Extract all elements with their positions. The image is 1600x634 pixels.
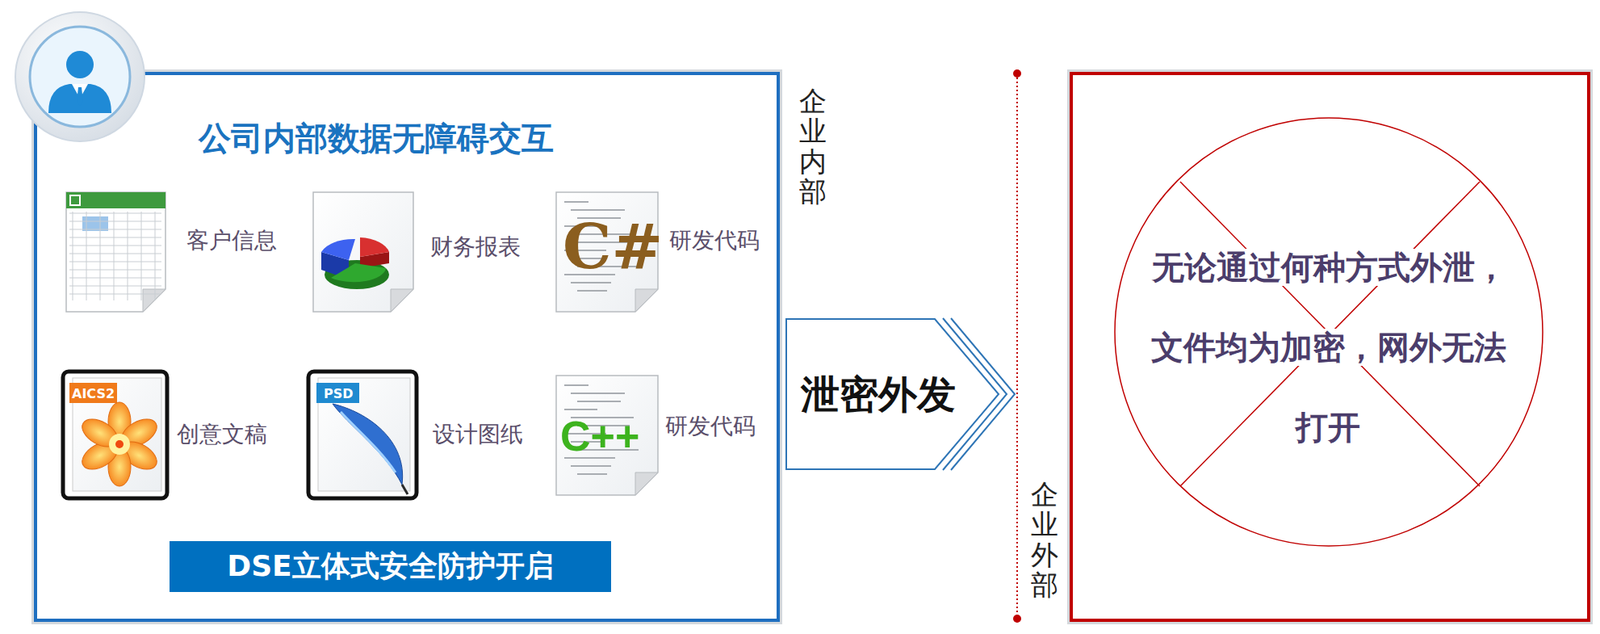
file-label: 研发代码	[665, 410, 756, 442]
band-text: DSE立体式安全防护开启	[226, 546, 553, 587]
panel-heading: 公司内部数据无障碍交互	[198, 118, 554, 158]
spreadsheet-icon	[66, 192, 166, 312]
pie-chart-icon	[313, 192, 414, 312]
photoshop-file-icon	[308, 371, 417, 499]
circle-border	[1114, 117, 1543, 546]
file-label: 客户信息	[186, 225, 277, 256]
code-file-icon	[556, 375, 658, 495]
file-type-tag: AICS2	[71, 385, 115, 402]
zone-label: 企业内部	[799, 86, 827, 208]
file-label: 研发代码	[669, 225, 760, 256]
boundary-dot	[1013, 614, 1022, 623]
language-logo: C++	[560, 411, 640, 461]
arrow-body	[786, 318, 999, 470]
file-type-tag: PSD	[323, 385, 354, 402]
arrow-text: 泄密外发	[800, 318, 956, 470]
panel-border	[1071, 73, 1589, 620]
title-band: DSE立体式安全防护开启	[169, 540, 612, 592]
panel-shadow	[35, 73, 779, 620]
text-patch: 无论通过何种方式外泄，文件均为加密，网外无法打开	[1150, 248, 1508, 446]
file-label: 创意文稿	[176, 418, 268, 450]
warning-text: 无论通过何种方式外泄，文件均为加密，网外无法打开	[1149, 227, 1509, 468]
file-label: 财务报表	[430, 231, 521, 263]
person-badge	[15, 12, 145, 142]
file-label: 设计图纸	[432, 418, 524, 450]
panel-shadow	[1071, 73, 1589, 620]
boundary-dot	[1013, 69, 1022, 78]
illustrator-file-icon	[62, 371, 168, 499]
boundary-line	[1016, 73, 1018, 619]
inner-panel: DSE立体式安全防护开启 公司内部数据无障碍交互	[35, 73, 779, 620]
zone-label: 企业外部	[1030, 479, 1059, 601]
panel-border	[35, 73, 779, 620]
block-arrow: 泄密外发	[785, 318, 1020, 470]
blocked-circle: 无论通过何种方式外泄，文件均为加密，网外无法打开	[1113, 116, 1545, 548]
language-logo: C#	[562, 210, 663, 283]
